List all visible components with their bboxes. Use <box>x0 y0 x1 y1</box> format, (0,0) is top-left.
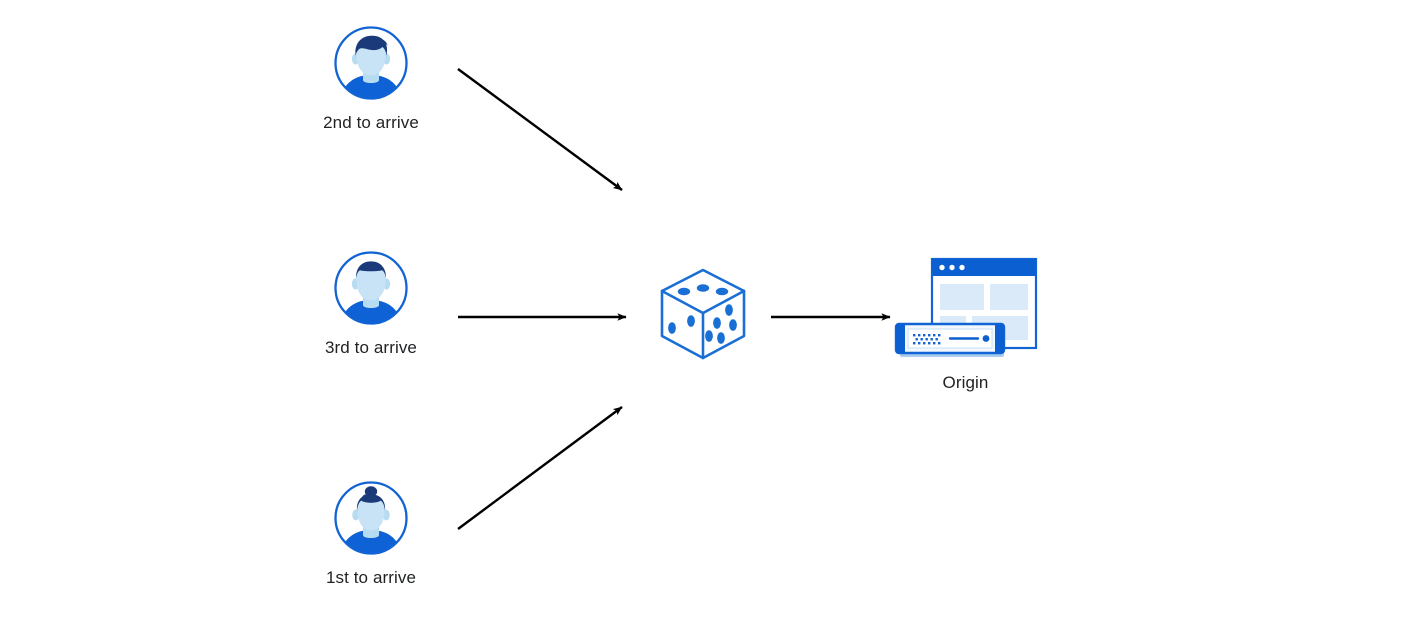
avatar-male-short-hair-icon <box>334 251 408 325</box>
origin-illustration <box>892 256 1040 366</box>
router-device-icon <box>894 322 1005 357</box>
arrow-1st-to-dice <box>457 406 623 530</box>
avatar <box>333 480 409 556</box>
client-2nd-to-arrive[interactable]: 2nd to arrive <box>291 25 451 133</box>
avatar-female-bun-hair-icon <box>334 481 408 555</box>
client-2nd-to-arrive-label: 2nd to arrive <box>323 113 419 132</box>
dice-icon <box>660 268 746 360</box>
origin-server-icon <box>894 257 1037 357</box>
arrow-2nd-to-dice <box>457 68 623 191</box>
origin-server[interactable]: Origin <box>888 256 1043 393</box>
client-1st-to-arrive[interactable]: 1st to arrive <box>291 480 451 588</box>
dice-top-face-pips <box>677 284 729 296</box>
router-vent-dots <box>912 334 940 345</box>
client-3rd-to-arrive[interactable]: 3rd to arrive <box>291 250 451 358</box>
dice-left-face-pips <box>668 315 695 334</box>
avatar-male-wavy-hair-icon <box>334 26 408 100</box>
dice-right-face-pips <box>705 304 737 344</box>
dice-randomizer[interactable] <box>655 266 751 362</box>
avatar <box>333 250 409 326</box>
avatar <box>333 25 409 101</box>
client-3rd-to-arrive-label: 3rd to arrive <box>324 338 417 357</box>
client-1st-to-arrive-label: 1st to arrive <box>325 568 417 587</box>
origin-label: Origin <box>942 373 989 392</box>
